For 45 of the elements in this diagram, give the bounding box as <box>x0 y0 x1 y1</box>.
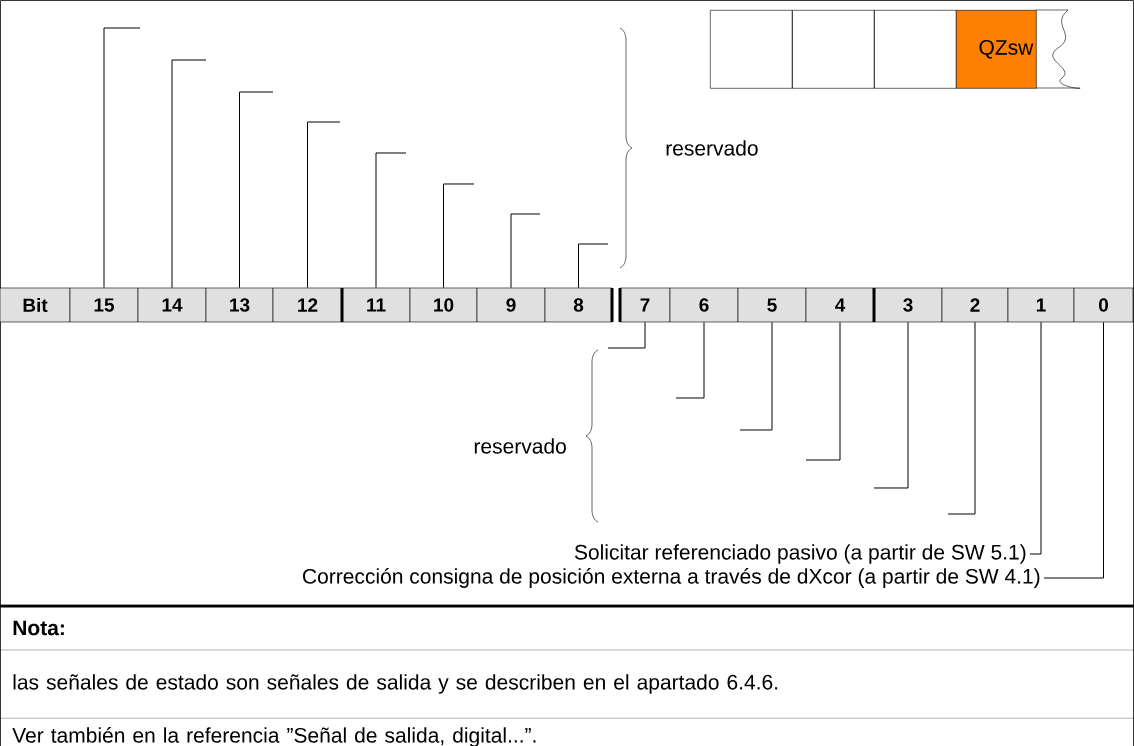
bit-description: reservado <box>474 438 566 454</box>
leader-line <box>307 121 341 289</box>
bit-cell: 3 <box>873 287 943 323</box>
bit-cell: 10 <box>409 287 478 323</box>
bit-cell: 0 <box>1073 287 1134 323</box>
leader-line <box>607 321 646 349</box>
bit-cell: 4 <box>805 287 875 323</box>
note-text: las señales de estado son señales de salida y se describen en el apartado 6.4.6. <box>13 674 778 694</box>
bit-cell: 13 <box>205 287 274 323</box>
bit-cell: 11 <box>341 287 411 323</box>
bit-cell: 7 <box>619 287 671 323</box>
bit-cell: 15 <box>69 287 139 323</box>
torn-register-box <box>1035 9 1081 89</box>
leader-line <box>1029 321 1042 555</box>
leader-line <box>510 213 541 289</box>
leader-line <box>873 321 909 489</box>
leader-line <box>103 27 141 289</box>
bit-description: Solicitar referenciado pasivo (a partir de SW 5.1) <box>574 544 1026 564</box>
leader-line <box>805 321 841 461</box>
bit-cell: 14 <box>137 287 207 323</box>
note-text: Ver también en la referencia ”Señal de salida, digital...”. <box>12 727 536 746</box>
register-box <box>792 10 875 89</box>
leader-line <box>1043 321 1104 579</box>
leader-line <box>739 321 773 431</box>
register-box <box>874 10 957 89</box>
leader-line <box>578 243 609 289</box>
leader-line <box>947 321 976 515</box>
leader-line <box>675 321 705 399</box>
highlighted-register-box: QZsw <box>956 10 1037 89</box>
bit-cell: 8 <box>544 287 613 323</box>
bit-cell: 6 <box>669 287 739 323</box>
leader-line <box>443 183 475 289</box>
bit-description: reservado <box>666 140 758 156</box>
leader-line <box>375 152 407 289</box>
leader-line <box>239 91 274 289</box>
bit-cell: 1 <box>1007 287 1075 323</box>
leader-line <box>171 59 207 289</box>
bit-description: Corrección consigna de posición externa a través de dXcor (a partir de SW 4.1) <box>303 568 1040 588</box>
bit-cell: 12 <box>272 287 343 323</box>
register-box <box>710 10 793 89</box>
bit-cell: 9 <box>476 287 546 323</box>
bit-cell: 2 <box>941 287 1009 323</box>
bit-cell: 5 <box>737 287 807 323</box>
note-heading: Nota: <box>13 620 64 636</box>
bit-header-cell: Bit <box>0 287 71 323</box>
